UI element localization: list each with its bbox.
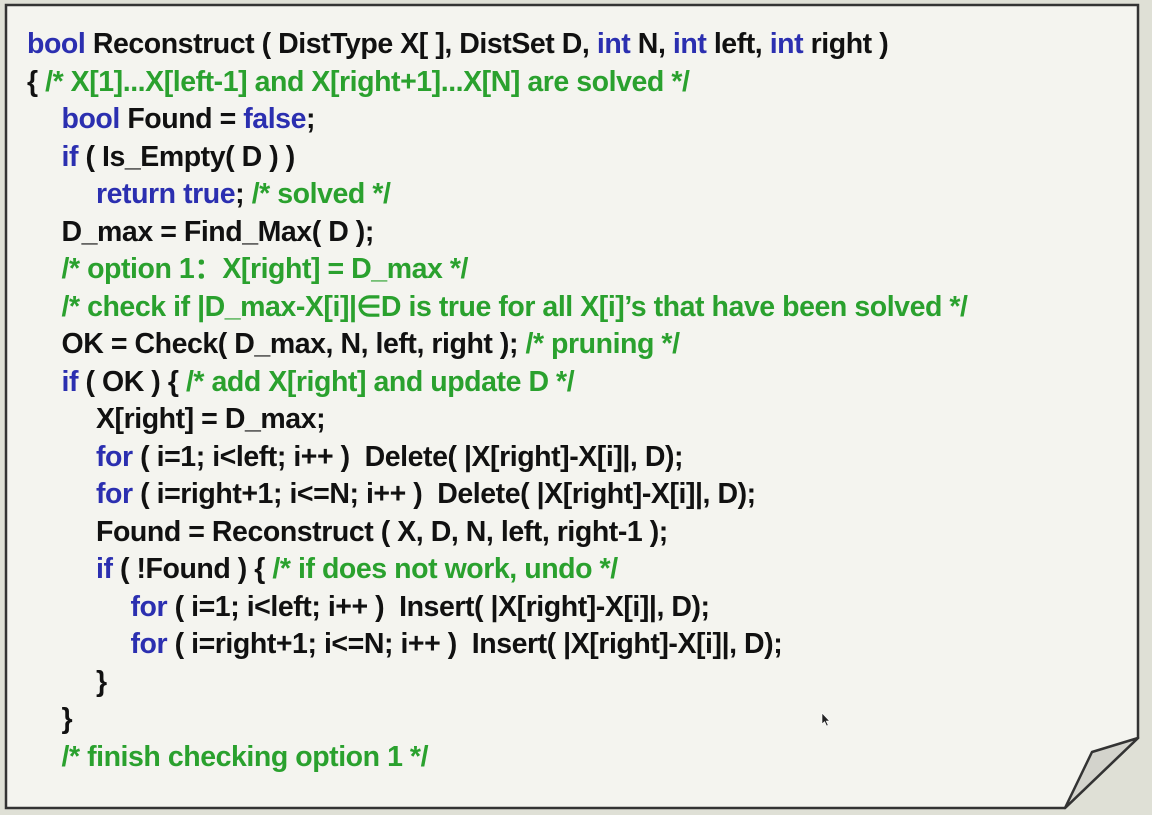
code-text: right ) — [803, 28, 889, 60]
keyword: for — [130, 590, 168, 623]
code-line-1: bool Reconstruct ( DistType X[ ], DistSe… — [27, 26, 968, 64]
code-text: ( OK ) { — [78, 365, 186, 398]
code-line-4: if ( Is_Empty( D ) ) — [27, 139, 968, 177]
code-line-19: } — [27, 701, 968, 739]
code-block: bool Reconstruct ( DistType X[ ], DistSe… — [27, 26, 968, 776]
code-text: N, — [630, 28, 673, 60]
code-text: Reconstruct ( DistType X[ ], DistSet D, — [85, 28, 597, 60]
code-text: ( i=right+1; i<=N; i++ ) Delete( |X[righ… — [132, 478, 756, 510]
code-text: } — [96, 665, 107, 698]
code-text — [176, 178, 183, 210]
code-line-12: for ( i=1; i<left; i++ ) Delete( |X[righ… — [27, 439, 968, 477]
keyword: int — [769, 28, 804, 60]
code-text: Found = Reconstruct ( X, D, N, left, rig… — [96, 515, 668, 548]
keyword: false — [243, 103, 306, 135]
code-text: ( i=right+1; i<=N; i++ ) Insert( |X[righ… — [167, 628, 783, 660]
code-text: D_max = Find_Max( D ); — [61, 215, 375, 248]
comment: /* finish checking option 1 */ — [61, 740, 429, 773]
keyword: for — [130, 628, 168, 660]
code-line-16: for ( i=1; i<left; i++ ) Insert( |X[righ… — [27, 589, 968, 627]
keyword: return — [96, 178, 176, 210]
code-line-3: bool Found = false; — [27, 101, 968, 139]
code-line-15: if ( !Found ) { /* if does not work, und… — [27, 551, 968, 589]
code-line-13: for ( i=right+1; i<=N; i++ ) Delete( |X[… — [27, 476, 968, 514]
code-line-2: { /* X[1]...X[left-1] and X[right+1]...X… — [27, 64, 968, 102]
keyword: int — [672, 28, 707, 60]
comment: /* solved */ — [251, 178, 391, 210]
keyword: if — [61, 140, 79, 173]
keyword: if — [96, 553, 113, 585]
code-text: ( i=1; i<left; i++ ) Delete( |X[right]-X… — [132, 440, 684, 473]
code-line-7: /* option 1：X[right] = D_max */ — [27, 251, 968, 289]
code-text: ; — [305, 103, 316, 135]
code-line-9: OK = Check( D_max, N, left, right ); /* … — [27, 326, 968, 364]
code-line-20: /* finish checking option 1 */ — [27, 739, 968, 777]
comment: /* add X[right] and update D */ — [185, 365, 575, 398]
page-curl-fold — [1063, 736, 1140, 810]
code-text: ( Is_Empty( D ) ) — [78, 140, 295, 173]
code-line-5: return true; /* solved */ — [27, 176, 968, 214]
keyword: for — [96, 440, 133, 473]
code-text: ( i=1; i<left; i++ ) Insert( |X[right]-X… — [167, 590, 710, 623]
keyword: bool — [61, 103, 121, 135]
keyword: true — [183, 178, 236, 210]
comment: /* check if |D_max-X[i]|∈D is true for a… — [61, 290, 968, 323]
comment: /* pruning */ — [525, 328, 680, 360]
code-line-11: X[right] = D_max; — [27, 401, 968, 439]
code-text: OK = Check( D_max, N, left, right ); — [61, 328, 526, 360]
code-line-10: if ( OK ) { /* add X[right] and update D… — [27, 364, 968, 402]
keyword: for — [96, 478, 133, 510]
comment: /* if does not work, undo */ — [272, 553, 618, 585]
comment: /* X[1]...X[left-1] and X[right+1]...X[N… — [45, 65, 690, 98]
code-text: X[right] = D_max; — [96, 403, 326, 435]
code-text: Found = — [119, 103, 244, 135]
code-text: ( !Found ) { — [112, 553, 273, 585]
code-text: { — [27, 65, 46, 98]
keyword: bool — [27, 28, 86, 60]
code-line-14: Found = Reconstruct ( X, D, N, left, rig… — [27, 514, 968, 552]
comment: /* option 1：X[right] = D_max */ — [61, 253, 469, 285]
keyword: int — [596, 28, 631, 60]
code-line-17: for ( i=right+1; i<=N; i++ ) Insert( |X[… — [27, 626, 968, 664]
code-line-8: /* check if |D_max-X[i]|∈D is true for a… — [27, 289, 968, 327]
keyword: if — [61, 365, 79, 398]
code-line-18: } — [27, 664, 968, 702]
mouse-cursor-icon — [821, 712, 831, 727]
code-text: left, — [706, 28, 770, 60]
code-text: } — [61, 703, 73, 735]
code-line-6: D_max = Find_Max( D ); — [27, 214, 968, 252]
code-text: ; — [235, 178, 252, 210]
